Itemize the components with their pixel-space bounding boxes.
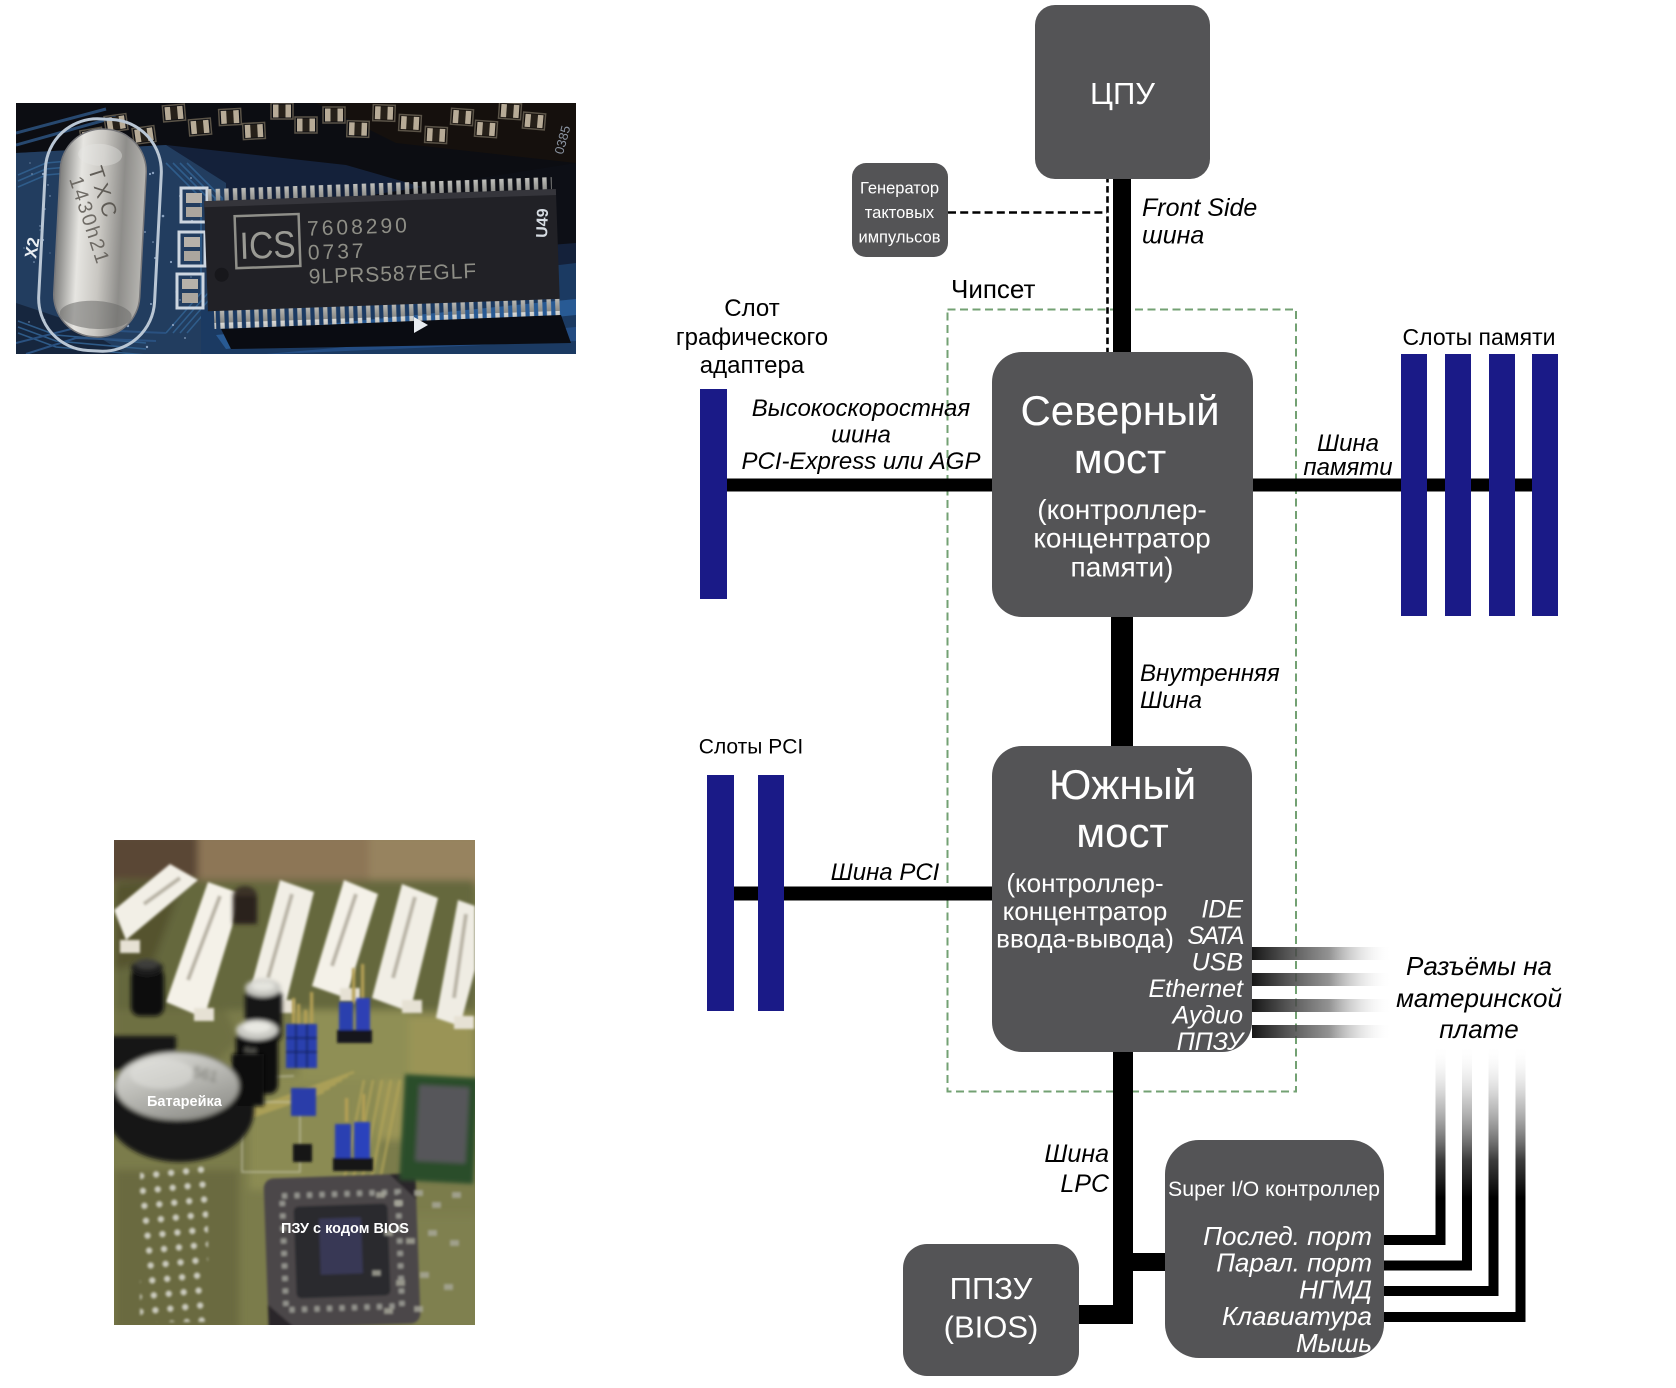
svg-text:памяти: памяти xyxy=(1303,454,1392,481)
svg-text:Шина: Шина xyxy=(1044,1140,1109,1168)
svg-text:ППЗУ: ППЗУ xyxy=(1177,1028,1246,1056)
svg-text:(контроллер-: (контроллер- xyxy=(1006,868,1163,898)
svg-text:Парал. порт: Парал. порт xyxy=(1216,1248,1372,1278)
svg-text:импульсов: импульсов xyxy=(859,229,941,247)
svg-text:шина: шина xyxy=(1142,222,1204,250)
svg-text:ППЗУ: ППЗУ xyxy=(950,1271,1033,1306)
svg-text:(контроллер-: (контроллер- xyxy=(1037,494,1206,525)
svg-text:Super I/O контроллер: Super I/O контроллер xyxy=(1168,1178,1380,1201)
svg-text:IDE: IDE xyxy=(1201,896,1243,924)
svg-text:X2: X2 xyxy=(21,236,43,260)
svg-text:Разъёмы на: Разъёмы на xyxy=(1406,951,1552,981)
svg-text:НГМД: НГМД xyxy=(1299,1274,1372,1304)
svg-text:7608290: 7608290 xyxy=(307,214,411,241)
svg-text:LPC: LPC xyxy=(1060,1170,1110,1198)
svg-text:Шина: Шина xyxy=(1140,687,1202,714)
svg-text:тактовых: тактовых xyxy=(865,204,935,222)
svg-text:Мышь: Мышь xyxy=(1296,1328,1372,1358)
svg-text:561: 561 xyxy=(191,1063,219,1086)
svg-text:мост: мост xyxy=(1076,809,1168,856)
svg-text:Шина: Шина xyxy=(1317,430,1379,457)
svg-text:Слот: Слот xyxy=(724,295,779,322)
svg-text:ЦПУ: ЦПУ xyxy=(1090,76,1155,111)
svg-text:мост: мост xyxy=(1074,435,1166,482)
svg-text:Front Side: Front Side xyxy=(1142,194,1257,222)
svg-text:Высокоскоростная: Высокоскоростная xyxy=(752,395,971,422)
svg-text:PCI-Express или AGP: PCI-Express или AGP xyxy=(742,448,981,475)
svg-text:ICS: ICS xyxy=(239,224,296,268)
svg-text:Слоты PCI: Слоты PCI xyxy=(699,736,803,759)
svg-text:Послед. порт: Послед. порт xyxy=(1203,1221,1372,1251)
svg-text:Клавиатура: Клавиатура xyxy=(1222,1301,1372,1331)
svg-text:Аудио: Аудио xyxy=(1170,1002,1243,1030)
svg-text:материнской: материнской xyxy=(1396,983,1562,1013)
svg-text:Генератор: Генератор xyxy=(860,180,939,198)
svg-text:Шина PCI: Шина PCI xyxy=(831,859,940,886)
svg-text:(BIOS): (BIOS) xyxy=(944,1310,1039,1345)
svg-text:концентратор: концентратор xyxy=(1033,523,1210,554)
svg-text:плате: плате xyxy=(1439,1014,1519,1044)
svg-text:SATA: SATA xyxy=(1187,922,1243,950)
svg-text:USB: USB xyxy=(1192,949,1243,977)
svg-text:памяти): памяти) xyxy=(1071,552,1174,583)
svg-text:шина: шина xyxy=(831,422,891,449)
svg-text:0737: 0737 xyxy=(308,240,367,265)
svg-text:Внутренняя: Внутренняя xyxy=(1140,660,1280,687)
svg-text:Чипсет: Чипсет xyxy=(951,274,1036,304)
svg-text:адаптера: адаптера xyxy=(700,352,805,379)
svg-text:U49: U49 xyxy=(534,208,552,238)
svg-text:концентратор: концентратор xyxy=(1003,896,1168,926)
svg-text:Южный: Южный xyxy=(1049,761,1196,808)
svg-text:0385: 0385 xyxy=(551,124,573,156)
svg-text:графического: графического xyxy=(676,324,828,351)
svg-text:ввода-вывода): ввода-вывода) xyxy=(996,924,1174,954)
svg-text:Северный: Северный xyxy=(1020,387,1219,434)
svg-text:Слоты памяти: Слоты памяти xyxy=(1403,324,1556,350)
svg-text:Ethernet: Ethernet xyxy=(1148,975,1244,1003)
svg-text:ПЗУ с кодом BIOS: ПЗУ с кодом BIOS xyxy=(281,1221,409,1237)
svg-text:Батарейка: Батарейка xyxy=(147,1094,223,1110)
